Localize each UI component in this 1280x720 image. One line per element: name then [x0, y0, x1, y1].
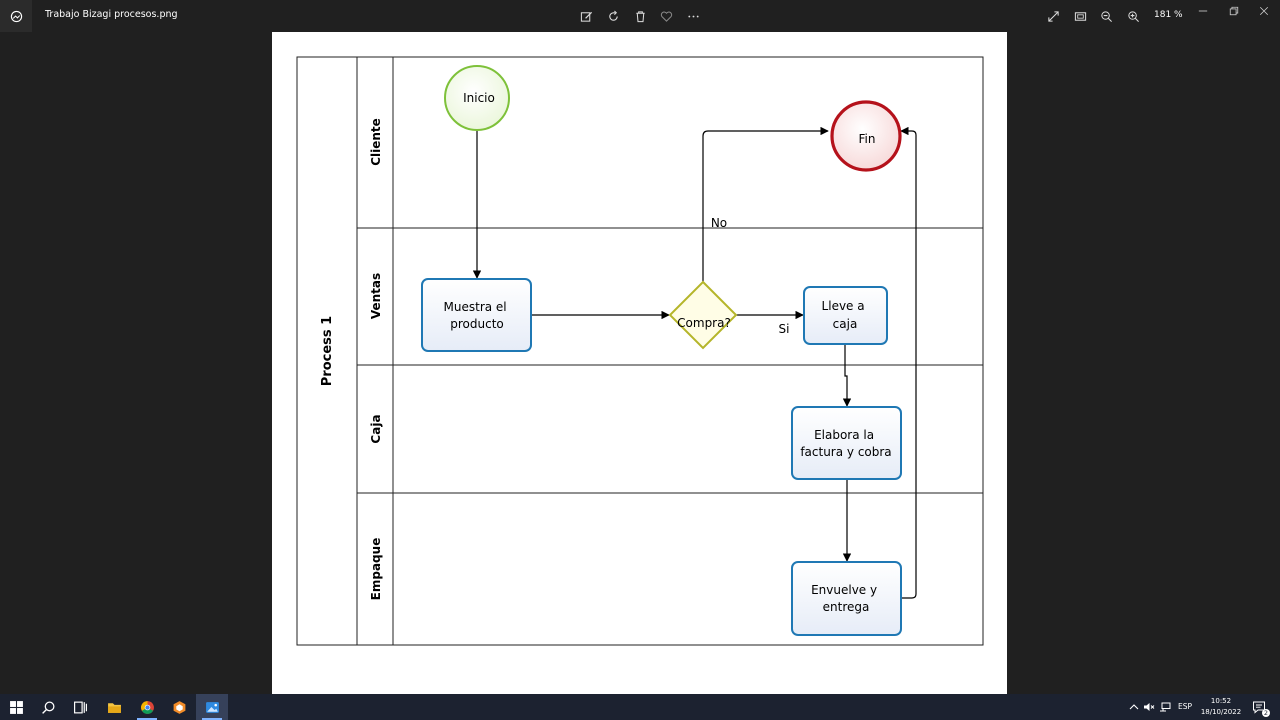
- zoom-level[interactable]: 181 %: [1154, 10, 1183, 20]
- flow-register-to-invoice: [842, 344, 852, 407]
- task-lleve-a-caja[interactable]: [803, 286, 888, 345]
- network-icon[interactable]: [1159, 701, 1171, 713]
- show-hidden-icons-chevron-up-icon[interactable]: [1128, 701, 1140, 713]
- branch-label-no: No: [711, 216, 727, 230]
- more-options-icon[interactable]: [685, 8, 701, 24]
- end-event-fin[interactable]: [830, 100, 902, 172]
- task-register-label: Lleve a caja: [822, 299, 869, 331]
- clock-date: 18/10/2022: [1200, 708, 1242, 716]
- gateway-label: Compra?: [677, 316, 731, 330]
- lane-label-empaque: Empaque: [369, 538, 383, 601]
- end-event-label: Fin: [859, 132, 876, 146]
- edit-image-icon[interactable]: [578, 8, 594, 24]
- task-wrap-label: Envuelve y entrega: [811, 583, 881, 614]
- image-canvas: Process 1 Cliente Ventas Caja Empaque No…: [272, 32, 1007, 694]
- rotate-icon[interactable]: [605, 8, 621, 24]
- pool-label: Process 1: [320, 316, 335, 386]
- gateway-compra[interactable]: [668, 280, 738, 350]
- task-view-icon[interactable]: [64, 694, 96, 720]
- running-indicator: [202, 718, 222, 720]
- photos-app-icon[interactable]: [0, 0, 32, 32]
- lane-label-cliente: Cliente: [369, 118, 383, 166]
- windows-start-icon[interactable]: [0, 694, 32, 720]
- photos-icon[interactable]: [196, 694, 228, 720]
- restore-icon[interactable]: [1226, 4, 1242, 18]
- chrome-icon[interactable]: [131, 694, 163, 720]
- flow-wrap-to-end: [900, 126, 917, 599]
- bpmn-diagram: Process 1 Cliente Ventas Caja Empaque No…: [296, 56, 984, 646]
- task-show-product-label: Muestra el producto: [444, 300, 511, 331]
- zoom-out-icon[interactable]: [1098, 8, 1114, 24]
- task-invoice-label: Elabora la factura y cobra: [800, 428, 891, 459]
- start-event-inicio[interactable]: [444, 65, 510, 131]
- title-bar: Trabajo Bizagi procesos.png 181 %: [0, 0, 1280, 32]
- delete-icon[interactable]: [632, 8, 648, 24]
- file-explorer-icon[interactable]: [98, 694, 130, 720]
- task-show-product-line-2: producto: [450, 317, 504, 331]
- favorite-heart-icon[interactable]: [658, 8, 674, 24]
- language-indicator[interactable]: ESP: [1178, 702, 1193, 711]
- taskbar: ESP 10:52 18/10/2022 2: [0, 694, 1280, 720]
- branch-label-si: Si: [779, 322, 790, 336]
- task-register-line-1: Lleve a: [822, 299, 865, 313]
- task-invoice-line-1: Elabora la: [814, 428, 874, 442]
- minimize-icon[interactable]: [1195, 4, 1211, 18]
- task-wrap-line-1: Envuelve y: [811, 583, 877, 597]
- fit-window-icon[interactable]: [1072, 8, 1088, 24]
- notifications-icon[interactable]: 2: [1252, 699, 1270, 717]
- clock-time: 10:52: [1210, 697, 1232, 705]
- task-elabora-factura[interactable]: [791, 406, 902, 480]
- task-invoice-line-2: factura y cobra: [800, 445, 891, 459]
- close-icon[interactable]: [1256, 4, 1272, 18]
- task-muestra-el-producto[interactable]: [421, 278, 532, 352]
- speaker-muted-icon[interactable]: [1143, 701, 1155, 713]
- file-title: Trabajo Bizagi procesos.png: [45, 9, 178, 20]
- fullscreen-icon[interactable]: [1045, 8, 1061, 24]
- lane-label-ventas: Ventas: [369, 273, 383, 319]
- clock[interactable]: 10:52 18/10/2022: [1196, 696, 1246, 718]
- running-indicator: [137, 718, 157, 720]
- task-register-line-2: caja: [833, 317, 858, 331]
- task-wrap-line-2: entrega: [823, 600, 870, 614]
- task-show-product-line-1: Muestra el: [444, 300, 507, 314]
- search-icon[interactable]: [32, 694, 64, 720]
- start-event-label: Inicio: [463, 91, 495, 105]
- zoom-in-icon[interactable]: [1125, 8, 1141, 24]
- app-orange-icon[interactable]: [163, 694, 195, 720]
- task-envuelve-entrega[interactable]: [791, 561, 902, 636]
- flow-gateway-no-to-end: [702, 126, 829, 282]
- notification-count: 2: [1261, 709, 1270, 717]
- lane-label-caja: Caja: [369, 414, 383, 443]
